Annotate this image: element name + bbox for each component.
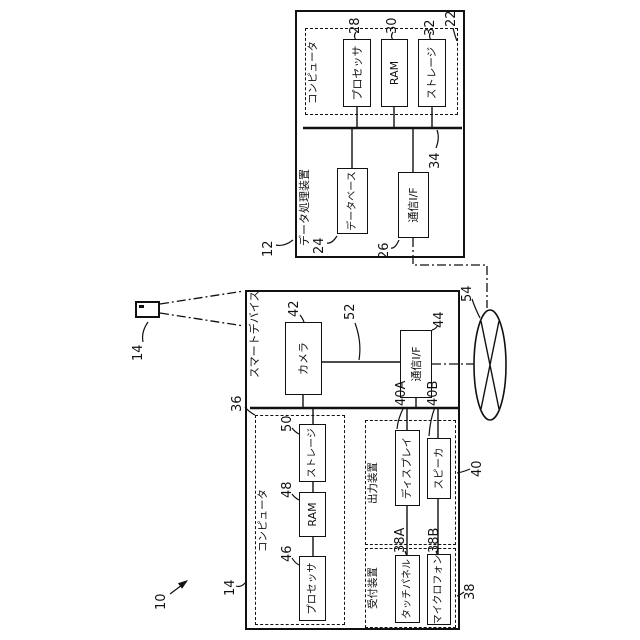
dpd-computer-label: コンピュータ [307,41,319,104]
speaker-box: スピーカ [427,438,451,499]
reception-device-label: 受付装置 [367,567,379,609]
sd-ram-box: RAM [299,492,326,537]
ref-42: 42 [287,300,302,317]
ref-44: 44 [432,311,447,328]
device-icon-lead-line-1 [159,312,245,327]
ref-40B: 40B [426,380,441,406]
ref-12: 12 [261,240,276,257]
sd-storage-box: ストレージ [299,424,326,482]
ref-40A: 40A [394,380,409,406]
leader-14-icon [141,321,149,343]
ref-10: 10 [154,593,169,610]
device-icon-lead-line-2 [159,290,245,305]
dpd-ram-box: RAM [381,39,408,107]
display-box: ディスプレイ [395,430,420,506]
sd-processor-box: プロセッサ [299,556,326,621]
ref-14-box: 14 [223,579,238,596]
database-box: データベース [337,168,368,234]
sd-computer-label: コンピュータ [257,489,269,552]
dpd-storage-box: ストレージ [418,39,446,107]
dpd-processor-box: プロセッサ [343,39,371,107]
ref-36: 36 [230,395,245,412]
ref-38B: 38B [427,527,442,553]
ref-32: 32 [423,19,438,36]
ref-52: 52 [343,303,358,320]
ref-50: 50 [280,415,295,432]
ref-14-icon: 14 [131,344,146,361]
ref-30: 30 [385,17,400,34]
camera-box: カメラ [285,322,322,395]
ref-38A: 38A [393,527,408,553]
ref-26: 26 [377,242,392,259]
ref-46: 46 [280,545,295,562]
arrowhead-10 [177,580,188,589]
microphone-box: マイクロフォン [427,554,451,625]
ref-54: 54 [460,285,475,302]
ref-34: 34 [428,152,443,169]
ref-48: 48 [280,481,295,498]
leader-10-arrow [169,581,187,595]
ref-24: 24 [312,237,327,254]
output-device-label: 出力装置 [367,462,379,504]
dpd-comm-if-box: 通信I/F [398,172,429,238]
network-symbol [473,309,507,421]
smart-device-label: スマートデバイス [248,290,261,378]
network-x-icon [480,320,500,410]
ref-22: 22 [444,10,459,27]
data-processing-device-label: データ処理装置 [298,169,311,246]
leader-12 [275,239,294,247]
ref-28: 28 [348,17,363,34]
ref-40: 40 [470,460,485,477]
touch-panel-box: タッチパネル [395,555,420,623]
camera-lens-icon [139,305,144,308]
ref-38: 38 [463,583,478,600]
smart-device-icon [135,301,160,318]
